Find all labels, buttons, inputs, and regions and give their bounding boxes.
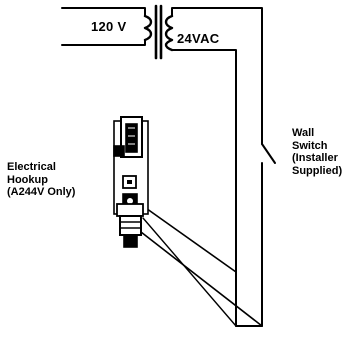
wall-switch-label-line: Wall (292, 127, 315, 139)
electrical-hookup-label-line: (A244V Only) (7, 186, 76, 198)
electrical-hookup-label: Electrical Hookup (A244V Only) (7, 161, 75, 199)
wall-switch-label: Wall Switch (Installer Supplied) (292, 127, 342, 177)
primary-voltage-label: 120 V (91, 19, 127, 34)
secondary-coil (164, 14, 174, 52)
valve-top-inner (125, 123, 138, 153)
wall-switch-label-line: Switch (292, 139, 328, 152)
secondary-wire-inner (171, 49, 237, 327)
wall-switch-label-line: (Installer (292, 152, 338, 164)
primary-coil (143, 14, 153, 42)
wall-switch-blade (261, 143, 276, 164)
valve-fitting (119, 215, 142, 236)
wall-switch-label-line: Supplied) (292, 164, 343, 177)
valve-side-tab (113, 145, 125, 157)
electrical-hookup-label-line: Electrical (7, 161, 56, 173)
primary-wire-top (61, 7, 146, 17)
secondary-wire-outer (171, 7, 263, 145)
valve-lower-housing (116, 203, 144, 217)
valve-outlet (123, 234, 138, 248)
valve-lead-lower (140, 231, 263, 327)
valve-lead-upper (142, 205, 237, 273)
gas-valve-device (113, 116, 149, 248)
electrical-hookup-label-line: Hookup (7, 173, 48, 186)
primary-wire-bottom (61, 39, 146, 46)
secondary-voltage-label: 24VAC (177, 31, 220, 46)
valve-lead-middle (142, 217, 237, 327)
